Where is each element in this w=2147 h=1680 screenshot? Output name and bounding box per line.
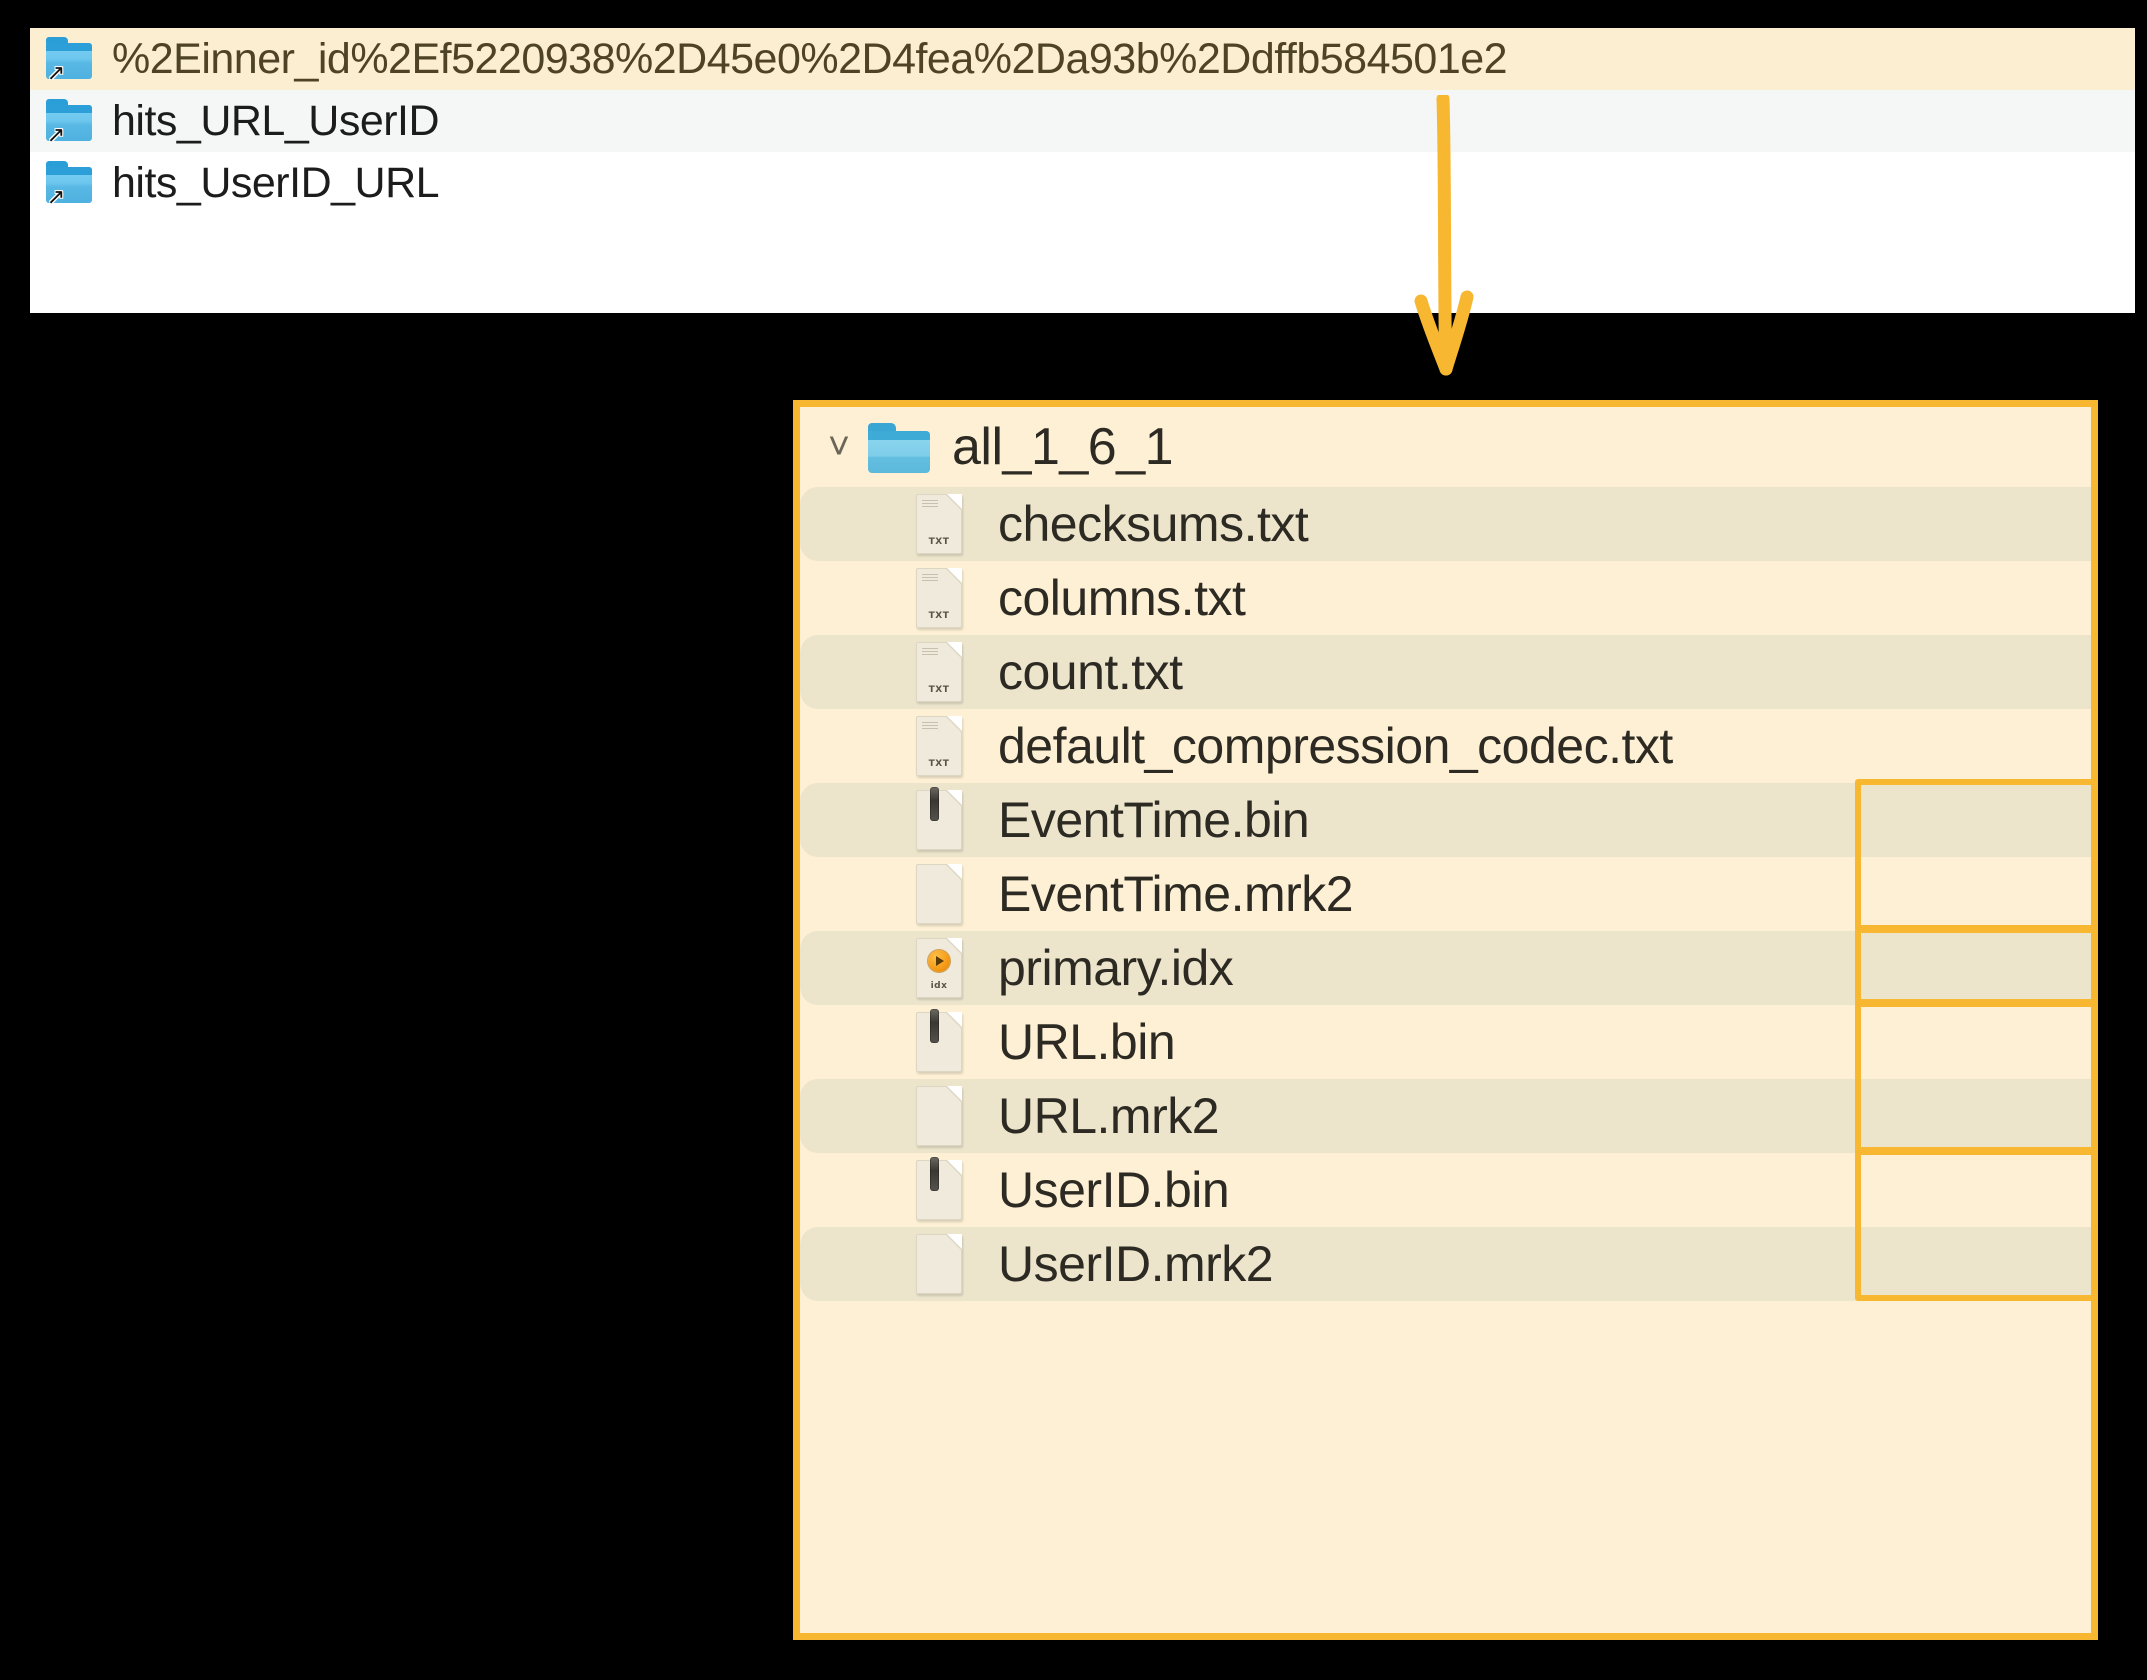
file-name: URL.bin bbox=[998, 1014, 1176, 1070]
file-row[interactable]: UserID.bin bbox=[800, 1153, 2091, 1227]
list-item[interactable]: ↗ %2Einner_id%2Ef5220938%2D45e0%2D4fea%2… bbox=[30, 28, 2135, 90]
file-name: URL.mrk2 bbox=[998, 1088, 1220, 1144]
file-icon-cell bbox=[898, 1234, 980, 1294]
folder-icon bbox=[868, 421, 930, 473]
file-icon-cell bbox=[898, 1086, 980, 1146]
file-name: default_compression_codec.txt bbox=[998, 718, 1673, 774]
file-name: UserID.bin bbox=[998, 1162, 1230, 1218]
directory-row[interactable]: ˅ all_1_6_1 bbox=[800, 407, 2091, 487]
file-name: checksums.txt bbox=[998, 496, 1309, 552]
binary-file-icon bbox=[916, 787, 962, 850]
txt-file-icon: TXT bbox=[916, 716, 962, 776]
file-icon-cell bbox=[898, 787, 980, 850]
file-icon-cell: TXT bbox=[898, 642, 980, 702]
file-name: columns.txt bbox=[998, 570, 1246, 626]
file-name: count.txt bbox=[998, 644, 1183, 700]
file-name: EventTime.mrk2 bbox=[998, 866, 1354, 922]
blank-file-icon bbox=[916, 1086, 962, 1146]
idx-file-icon: idx bbox=[916, 938, 962, 998]
file-name: EventTime.bin bbox=[998, 792, 1310, 848]
file-icon-cell: TXT bbox=[898, 568, 980, 628]
list-item[interactable]: ↗ hits_URL_UserID bbox=[30, 90, 2135, 152]
list-item[interactable]: ↗ hits_UserID_URL bbox=[30, 152, 2135, 214]
file-name: primary.idx bbox=[998, 940, 1234, 996]
file-icon-cell bbox=[898, 1009, 980, 1072]
binary-file-icon bbox=[916, 1009, 962, 1072]
file-row[interactable]: EventTime.bin bbox=[800, 783, 2091, 857]
file-row[interactable]: TXT checksums.txt bbox=[800, 487, 2091, 561]
file-name: UserID.mrk2 bbox=[998, 1236, 1274, 1292]
directory-name: all_1_6_1 bbox=[952, 418, 1174, 476]
file-row[interactable]: URL.bin bbox=[800, 1005, 2091, 1079]
txt-file-icon: TXT bbox=[916, 642, 962, 702]
file-row[interactable]: TXT count.txt bbox=[800, 635, 2091, 709]
list-item-label: %2Einner_id%2Ef5220938%2D45e0%2D4fea%2Da… bbox=[112, 34, 1508, 83]
file-icon-cell bbox=[898, 1157, 980, 1220]
file-icon-cell: TXT bbox=[898, 494, 980, 554]
file-row[interactable]: TXT columns.txt bbox=[800, 561, 2091, 635]
blank-file-icon bbox=[916, 1234, 962, 1294]
chevron-down-icon[interactable]: ˅ bbox=[827, 426, 851, 468]
txt-file-icon: TXT bbox=[916, 494, 962, 554]
txt-file-icon: TXT bbox=[916, 568, 962, 628]
file-row[interactable]: idx primary.idx bbox=[800, 931, 2091, 1005]
file-row[interactable]: URL.mrk2 bbox=[800, 1079, 2091, 1153]
folder-shortcut-icon: ↗ bbox=[44, 97, 98, 147]
list-item-label: hits_UserID_URL bbox=[112, 158, 440, 207]
file-icon-cell bbox=[898, 864, 980, 924]
symlink-folder-list[interactable]: ↗ %2Einner_id%2Ef5220938%2D45e0%2D4fea%2… bbox=[30, 28, 2135, 313]
folder-shortcut-icon: ↗ bbox=[44, 35, 98, 85]
blank-file-icon bbox=[916, 864, 962, 924]
file-row[interactable]: TXT default_compression_codec.txt bbox=[800, 709, 2091, 783]
file-row[interactable]: EventTime.mrk2 bbox=[800, 857, 2091, 931]
binary-file-icon bbox=[916, 1157, 962, 1220]
list-item-label: hits_URL_UserID bbox=[112, 96, 440, 145]
folder-shortcut-icon: ↗ bbox=[44, 159, 98, 209]
file-icon-cell: idx bbox=[898, 938, 980, 998]
file-icon-cell: TXT bbox=[898, 716, 980, 776]
file-row[interactable]: UserID.mrk2 bbox=[800, 1227, 2091, 1301]
